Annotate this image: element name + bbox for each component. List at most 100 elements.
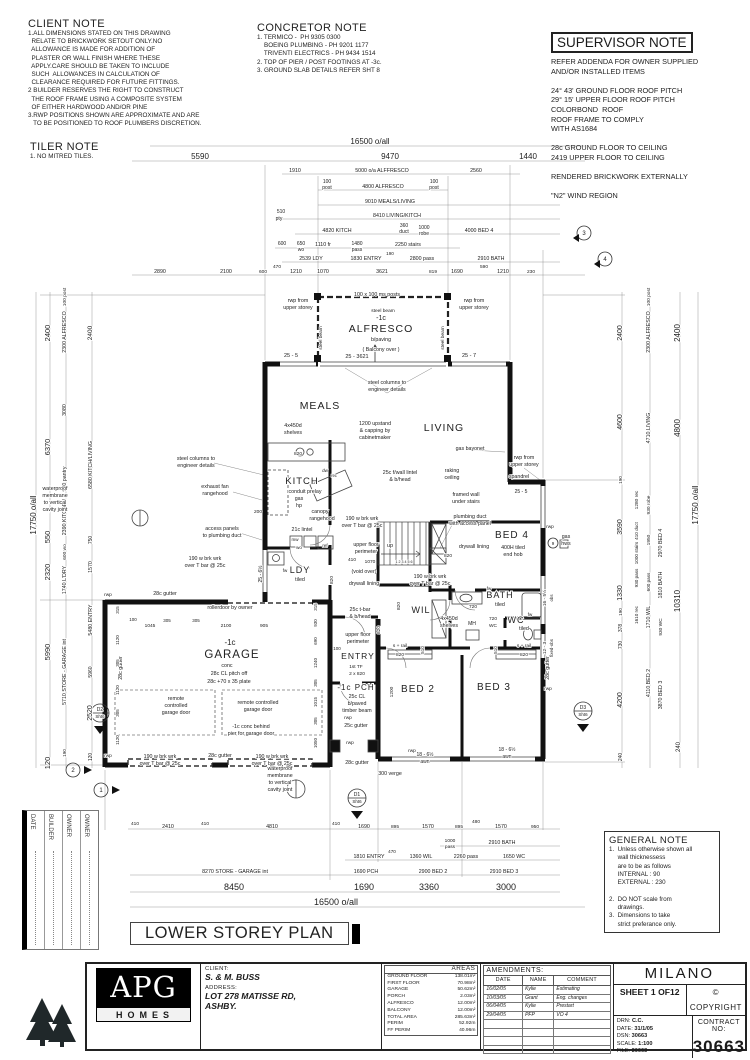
plan-text: garage door: [162, 710, 191, 716]
note-line: REFER ADDENDA FOR OWNER SUPPLIED: [551, 57, 699, 66]
plan-text: 16500 o/all: [350, 137, 389, 146]
plan-text: 1000 stairs: [634, 541, 639, 564]
plan-text: BED 3: [477, 682, 511, 693]
plan-text: fw: [528, 612, 533, 617]
plan-text: 1570: [495, 824, 507, 830]
plan-text: ceiling: [444, 475, 459, 481]
note-line: 2 BUILDER RESERVES THE RIGHT TO CONSTRUC…: [28, 87, 184, 95]
plan-text: 905: [260, 623, 268, 629]
plan-text: shelves: [440, 623, 458, 629]
plan-text: exhaust fan: [201, 484, 228, 490]
tiler-note-title: TILER NOTE: [30, 141, 99, 153]
plan-text: 1570: [88, 561, 94, 573]
plan-text: 4x450d: [284, 423, 301, 429]
plan-text: 1 2 3 4 5 6: [396, 560, 413, 564]
plan-text: 400H tiled: [501, 545, 525, 551]
plan-text: Sht6: [578, 712, 588, 717]
plan-text: 1240: [313, 657, 318, 668]
plan-text: rwp: [104, 753, 112, 759]
plan-text: 25c gutter: [344, 723, 368, 729]
meta-line: DSN: 30663: [616, 1033, 648, 1040]
plan-text: 8270 STORE - GARAGE int: [202, 869, 268, 875]
apg-trees-logo: [26, 998, 76, 1047]
note-line: 1.ALL DIMENSIONS STATED ON THIS DRAWING: [28, 30, 171, 37]
plan-text: gas: [295, 496, 304, 502]
plan-text: shelves: [284, 430, 302, 436]
plan-text: 3621: [376, 269, 388, 275]
plan-text: remote: [168, 696, 185, 702]
plan-text: 1830 ENTRY: [350, 256, 382, 262]
plan-text: 819: [429, 269, 437, 275]
plan-text: 2300 ALFRESCO: [646, 311, 652, 353]
plan-text: 3870 BED 3: [658, 681, 664, 710]
plan-text: steel beam: [371, 308, 394, 314]
plan-text: upper floor: [353, 542, 379, 548]
plan-text: fw: [487, 586, 492, 591]
plan-text: -1c: [224, 638, 235, 647]
note-line: ALLOWANCE IS MADE FOR ADDITION OF: [28, 46, 156, 54]
contract-number: 30663: [692, 1037, 745, 1056]
plan-text: GARAGE: [204, 649, 259, 661]
plan-text: 1810 ENTRY: [353, 854, 385, 860]
plan-text: BED 4: [495, 530, 529, 541]
note-line: THE ROOF FRAME USING A COMPOSITE SYSTEM: [28, 95, 182, 103]
plan-text: fixed-obs: [549, 638, 554, 657]
plan-text: 6580 KITCH/LIVING: [88, 441, 94, 489]
plan-text: 100: [323, 179, 332, 185]
amendments-title: AMENDMENTS:: [483, 965, 611, 975]
plan-text: 410: [332, 821, 340, 827]
plan-text: rollerdoor by owner: [207, 605, 253, 611]
plan-text: 378: [618, 624, 624, 633]
plan-text: 2520: [87, 705, 94, 721]
plan-text: 305: [115, 709, 120, 717]
note-line: PLASTER OR WALL FINISH WHERE THESE: [28, 54, 161, 62]
plan-text: pier for garage door: [228, 731, 275, 737]
plan-text: plumbing duct: [454, 514, 488, 520]
plan-text: 2970 BED 4: [658, 529, 664, 558]
plan-text: 4600: [617, 414, 624, 430]
plan-text: D1: [354, 792, 361, 798]
plan-text: 1070: [365, 559, 376, 565]
plan-text: tiled: [519, 626, 529, 632]
reference-markers: [65, 225, 613, 819]
note-line: APPLY.CARE SHOULD BE TAKEN TO INCLUDE: [28, 62, 170, 70]
plan-text: 9470: [381, 152, 399, 161]
note-line: drawings.: [609, 904, 645, 912]
plan-text: 305: [115, 659, 120, 667]
plan-text: ( Balcony over ): [362, 347, 399, 353]
plan-text: 1950: [646, 534, 652, 545]
plan-text: 5710 STORE - GARAGE int: [62, 639, 68, 705]
plan-text: WC: [489, 623, 498, 629]
note-line: SUCH ALLOWANCES IN CALCULATION OF: [28, 71, 160, 79]
plan-text: b/paving: [371, 337, 391, 343]
note-line: [551, 163, 747, 173]
plan-text: MH: [468, 621, 476, 627]
note-line: 29° 15' UPPER FLOOR ROOF PITCH: [551, 95, 675, 105]
plan-text: 300 verge: [378, 771, 402, 777]
sheet-number: SHEET 1 OF12: [614, 985, 687, 1015]
plan-text: pty: [276, 216, 283, 222]
plan-text: D2: [97, 707, 104, 713]
plan-text: upper storey: [459, 305, 489, 311]
plan-text: perimeter: [355, 549, 378, 555]
amendment-row: [483, 1036, 611, 1046]
plan-text: 4800: [673, 419, 682, 437]
plan-text: 4x450d: [440, 616, 457, 622]
plan-text: 510: [493, 646, 498, 654]
stairs: [377, 521, 431, 566]
plan-text: 820: [444, 553, 452, 559]
plan-text: 8410 LIVING/KITCH: [373, 213, 421, 219]
plan-text: 100 x 100 ms posts: [354, 292, 400, 298]
plan-text: 5480 ENTRY: [88, 604, 94, 636]
plan-text: ref: [322, 543, 328, 548]
plan-text: cavity joint: [268, 787, 293, 793]
plan-text: steel beam: [440, 326, 446, 349]
plan-text: 1710 WIL: [646, 606, 652, 629]
plan-text: drywall lining: [459, 544, 489, 550]
